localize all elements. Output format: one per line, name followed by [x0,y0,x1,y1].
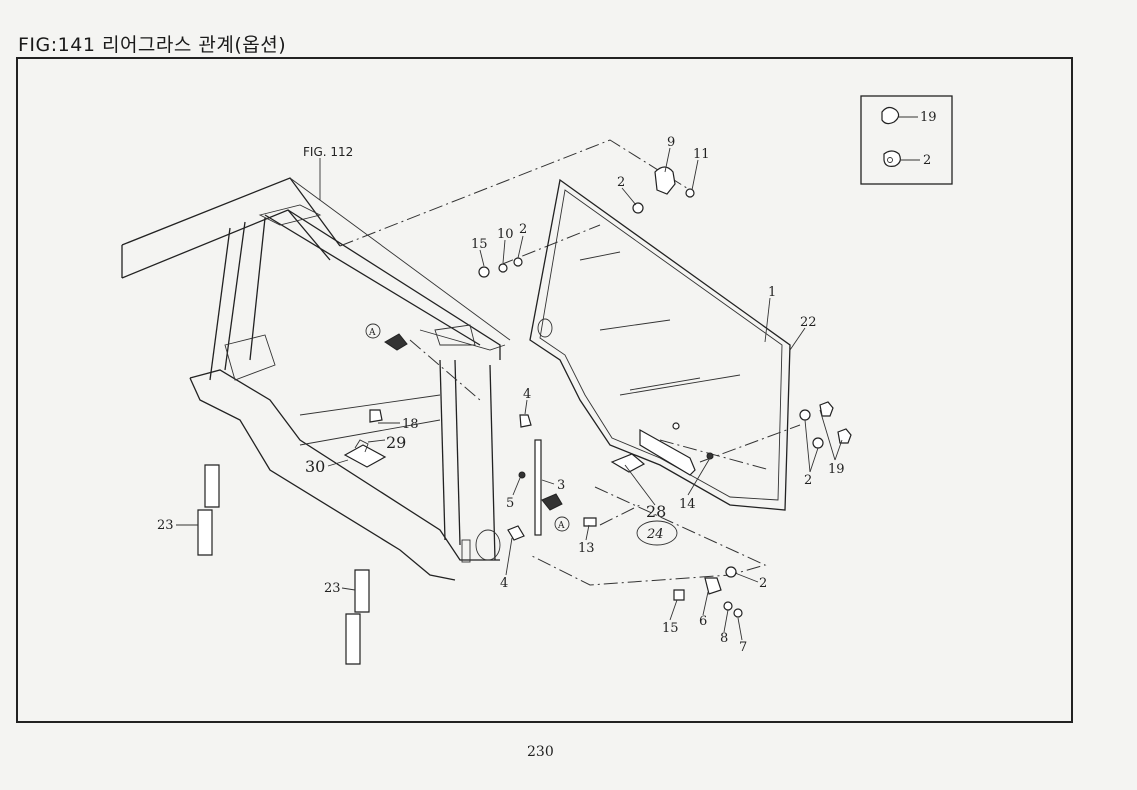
handwritten-circle [636,520,678,546]
page-title: FIG:141 리어그라스 관계(옵션) [18,34,287,56]
cab-frame [121,177,511,581]
callout-4: 4 [500,576,508,591]
marker-a-circle [365,323,381,339]
callout-5: 5 [506,496,514,511]
callout-8: 8 [720,631,728,646]
handwritten-callout-24: 24 [646,527,664,542]
inset-callout-19: 19 [920,110,937,125]
callout-30: 30 [305,457,325,476]
callout-19: 19 [828,462,845,477]
marker-a: A [557,521,565,531]
inset-box: 19 2 [860,95,953,185]
callout-10: 10 [497,227,514,242]
callout-2: 2 [519,222,527,237]
callout-7: 7 [739,640,747,655]
inset-callout-2: 2 [923,153,931,168]
page-number: 230 [527,744,554,760]
callout-3: 3 [557,478,565,493]
marker-a-circle [554,516,570,532]
rear-glass [529,178,791,511]
leader-lines [176,147,843,641]
callout-1: 1 [768,285,776,300]
callout-14: 14 [679,497,696,512]
callout-15: 15 [662,621,679,636]
callout-11: 11 [693,147,710,162]
callout-13: 13 [578,541,595,556]
callout-22: 22 [800,315,817,330]
figure-reference: FIG. 112 [303,145,353,159]
callout-15: 15 [471,237,488,252]
hardware-parts [197,166,852,665]
callout-23: 23 [157,518,174,533]
callout-29: 29 [386,433,406,452]
callout-6: 6 [699,614,707,629]
callout-2: 2 [804,473,812,488]
callout-2: 2 [617,175,625,190]
callout-28: 28 [646,502,666,521]
diagram-frame [16,57,1073,723]
reference-lines [339,139,801,586]
callout-4: 4 [523,387,531,402]
callout-23: 23 [324,581,341,596]
callout-2: 2 [759,576,767,591]
callout-9: 9 [667,135,675,150]
callout-18: 18 [402,417,419,432]
marker-a: A [368,328,376,338]
